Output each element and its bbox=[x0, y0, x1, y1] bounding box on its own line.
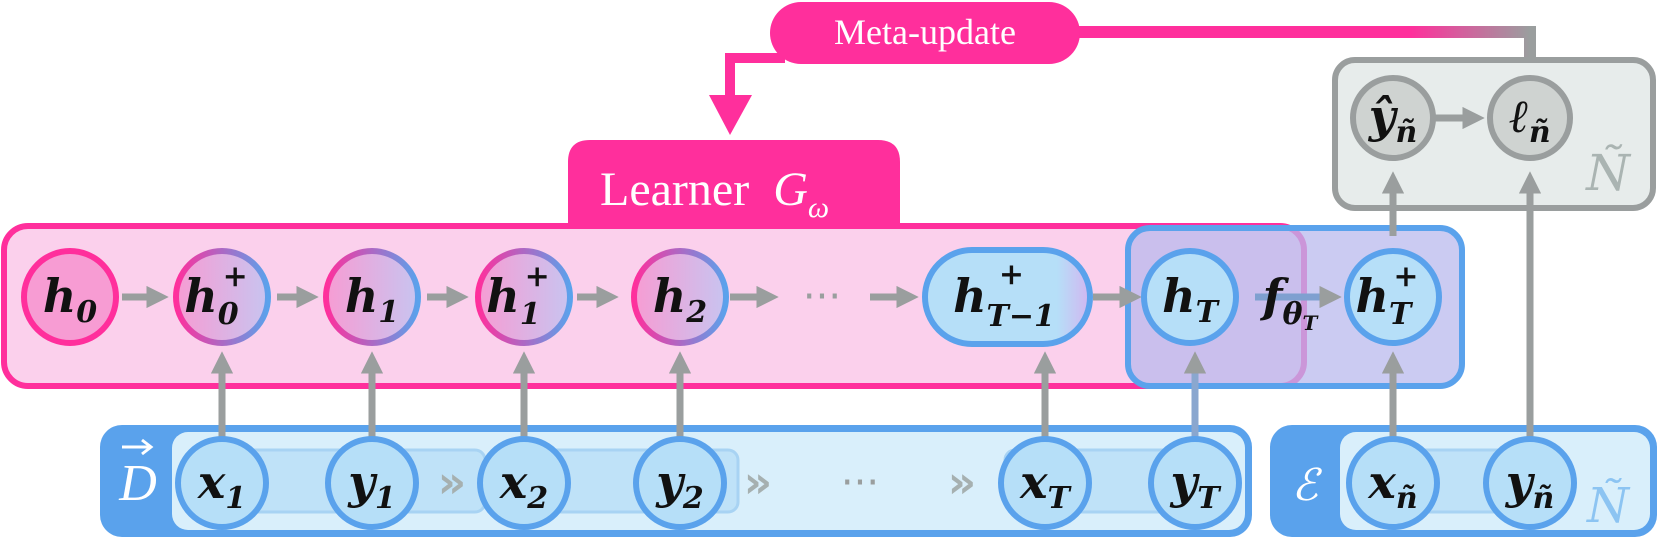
svg-text:x2: x2 bbox=[499, 455, 548, 516]
eval-target-node: yñ bbox=[1483, 436, 1577, 530]
dataset-input-node: x1 bbox=[175, 436, 269, 530]
svg-text:h0+: h0+ bbox=[184, 259, 247, 332]
meta-update-arrowhead bbox=[709, 95, 752, 135]
meta-update-label: Meta-update bbox=[834, 12, 1016, 52]
dataset-target-node: yT bbox=[1148, 436, 1242, 530]
dataset-separator: » bbox=[438, 457, 466, 508]
svg-text:y1: y1 bbox=[347, 455, 396, 516]
svg-text:yT: yT bbox=[1169, 455, 1222, 516]
output-plate-label: Ñ bbox=[1585, 143, 1632, 202]
eval-set-box: ℰ Ñ bbox=[1270, 425, 1657, 537]
svg-text:hT−1+: hT−1+ bbox=[953, 257, 1055, 334]
svg-text:hT: hT bbox=[1162, 269, 1220, 330]
dataset-separator: » bbox=[948, 457, 976, 508]
svg-text:hT+: hT+ bbox=[1356, 259, 1419, 332]
svg-text:ℓñ: ℓñ bbox=[1509, 89, 1550, 150]
eval-set-symbol: ℰ bbox=[1292, 460, 1323, 511]
meta-update-pill bbox=[770, 2, 1080, 64]
dataset-input-node: xT bbox=[998, 436, 1092, 530]
hidden-state-node: h0+ bbox=[173, 248, 271, 346]
svg-text:xT: xT bbox=[1019, 455, 1072, 516]
loss-node: ℓñ bbox=[1487, 75, 1573, 161]
hidden-state-node: h2 bbox=[631, 248, 729, 346]
dataset-target-node: y1 bbox=[325, 436, 419, 530]
learner-name: Learner bbox=[600, 163, 749, 216]
hidden-state-node: h1 bbox=[323, 248, 421, 346]
eval-plate-label: Ñ bbox=[1586, 477, 1631, 534]
dataset-ellipsis: ··· bbox=[841, 460, 879, 506]
learner-header bbox=[568, 140, 900, 226]
arrows bbox=[122, 106, 1542, 438]
svg-text:h1+: h1+ bbox=[486, 259, 549, 332]
svg-text:yñ: yñ bbox=[1505, 455, 1555, 516]
svg-text:h2: h2 bbox=[653, 269, 707, 330]
svg-text:h1: h1 bbox=[345, 269, 399, 330]
svg-text:Learner Gω: Learner Gω bbox=[600, 163, 829, 224]
eval-input-node: xñ bbox=[1346, 436, 1440, 530]
hidden-state-node: hT+ bbox=[1344, 248, 1442, 346]
learner-subscript: ω bbox=[808, 191, 829, 224]
dataset-symbol: D bbox=[118, 455, 157, 512]
hidden-state-node: hT bbox=[1141, 248, 1239, 346]
dataset-input-node: x2 bbox=[477, 436, 571, 530]
hidden-state-node: hT−1+ bbox=[922, 247, 1093, 347]
hidden-state-node: h1+ bbox=[475, 248, 573, 346]
dataset-target-node: y2 bbox=[633, 436, 727, 530]
svg-text:h0: h0 bbox=[43, 269, 97, 330]
svg-text:xñ: xñ bbox=[1367, 455, 1417, 516]
svg-text:x1: x1 bbox=[197, 455, 246, 516]
meta-update-path: Meta-update bbox=[709, 2, 1536, 135]
svg-text:ŷñ: ŷñ bbox=[1368, 89, 1418, 150]
dataset-vector-icon bbox=[122, 438, 154, 456]
learner-symbol: G bbox=[773, 163, 808, 216]
dataset-separator: » bbox=[744, 457, 772, 508]
prediction-node: ŷñ bbox=[1350, 75, 1436, 161]
svg-text:y2: y2 bbox=[655, 455, 704, 516]
hidden-state-node: h0 bbox=[21, 248, 119, 346]
chain-ellipsis: ··· bbox=[803, 274, 841, 320]
